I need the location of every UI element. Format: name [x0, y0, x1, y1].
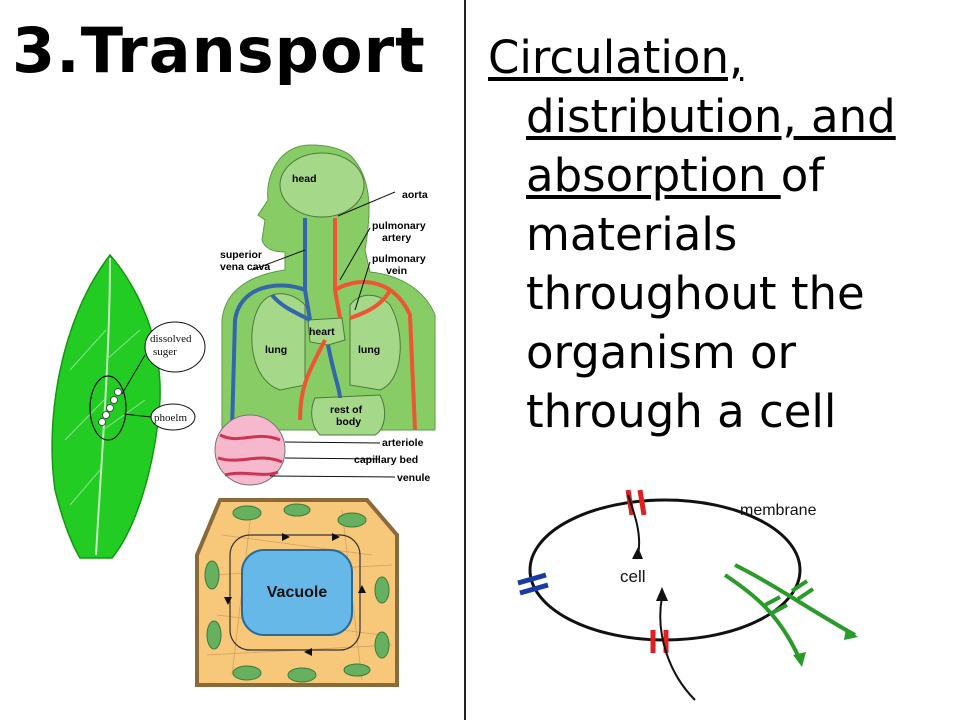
- capillary-zoom-circle: [214, 414, 286, 486]
- definition-line-5: throughout the: [526, 267, 865, 320]
- label-vacuole: Vacuole: [267, 584, 328, 601]
- definition-line-6: organism or: [526, 326, 797, 379]
- arteriole-pointer: [284, 441, 381, 444]
- circulation-diagram: head lung lung heart rest of body aorta …: [214, 144, 436, 486]
- label-dissolved: dissolved: [150, 333, 192, 345]
- influx-arrowhead-top: [632, 547, 643, 559]
- green-channels: [723, 563, 856, 661]
- efflux-arrowhead-2: [844, 628, 858, 640]
- rest-of-body-organ: [311, 394, 386, 436]
- label-lung-left: lung: [265, 344, 287, 356]
- dissolved-sugar-bubble: [144, 321, 206, 373]
- definition-line-1: Circulation,: [488, 31, 744, 84]
- efflux-arrowhead-1: [793, 652, 806, 667]
- head-organ: [279, 152, 365, 218]
- membrane-diagram: membrane cell: [517, 489, 858, 701]
- lung-left-organ: [251, 293, 306, 391]
- label-pulmonary-artery-1: pulmonary: [372, 220, 426, 232]
- label-heart: heart: [309, 326, 335, 338]
- chloroplasts: [204, 503, 390, 683]
- slide-title: 3.Transport: [12, 14, 426, 87]
- label-arteriole: arteriole: [382, 437, 424, 449]
- label-phoelm: phoelm: [154, 412, 187, 424]
- label-venule: venule: [397, 472, 430, 484]
- label-superior-1: superior: [220, 249, 262, 261]
- phloem-pointer: [123, 413, 152, 418]
- label-pulmonary-vein-2: vein: [386, 265, 407, 277]
- phloem-cells: [98, 388, 122, 426]
- label-suger: suger: [153, 346, 177, 358]
- venule-pointer: [269, 475, 396, 478]
- vacuole: [241, 549, 353, 636]
- pulm-vein-pointer: [354, 261, 371, 311]
- lung-right-organ: [349, 294, 401, 391]
- blue-channel: [517, 572, 549, 596]
- leaf-diagram: dissolved suger phoelm: [51, 253, 206, 559]
- sugar-pointer: [121, 354, 146, 395]
- label-pulmonary-artery-2: artery: [382, 232, 411, 244]
- label-aorta: aorta: [402, 189, 428, 201]
- column-divider: [464, 0, 466, 720]
- aorta-pointer: [337, 191, 396, 217]
- label-superior-2: vena cava: [220, 261, 270, 273]
- definition-line-3-rest: of: [780, 149, 825, 202]
- stream-arrows: [224, 533, 366, 656]
- definition-line-3: absorption of: [488, 146, 953, 205]
- cell-membrane: [528, 498, 802, 642]
- label-pulmonary-vein-1: pulmonary: [372, 253, 426, 265]
- veins: [230, 218, 342, 431]
- label-cell: cell: [620, 567, 646, 586]
- label-lung-right: lung: [358, 344, 380, 356]
- superior-pointer: [251, 249, 306, 271]
- leaf-phloem-zoom-circle: [89, 375, 127, 441]
- definition-line-2: distribution, and: [526, 90, 896, 143]
- pulm-artery-pointer: [339, 227, 371, 281]
- label-head: head: [292, 173, 317, 185]
- leaf-midrib: [95, 257, 111, 556]
- definition-line-4: materials: [526, 208, 738, 261]
- influx-arrowhead-bottom: [656, 587, 668, 601]
- definition-underlined-word: absorption: [526, 149, 781, 202]
- capillary-vessels: [217, 433, 283, 477]
- influx-arrow-bottom: [659, 596, 696, 701]
- leaf-shape: [51, 253, 161, 559]
- label-body: body: [336, 416, 361, 428]
- label-rest-of: rest of: [330, 404, 363, 416]
- heart-organ: [307, 317, 346, 346]
- definition-text: Circulation, distribution, and absorptio…: [488, 28, 953, 441]
- label-membrane: membrane: [740, 502, 817, 519]
- capillary-pointer: [284, 457, 381, 460]
- label-capillary-bed: capillary bed: [354, 454, 418, 466]
- definition-line-7: through a cell: [526, 385, 837, 438]
- leaf-veins: [64, 329, 146, 506]
- plant-cell-diagram: Vacuole: [192, 495, 402, 695]
- arteries: [298, 218, 417, 431]
